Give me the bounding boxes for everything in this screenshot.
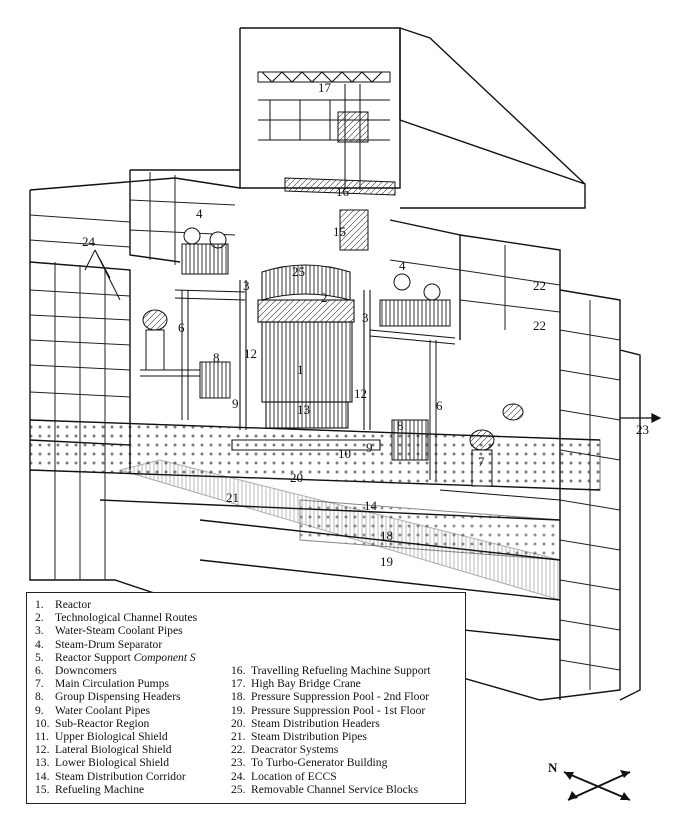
callout-22-bottom: 22 <box>533 318 546 333</box>
callout-23: 23 <box>636 422 649 437</box>
legend-item-4: 4.Steam-Drum Separator <box>35 637 163 651</box>
legend-item-24: 24.Location of ECCS <box>231 769 337 783</box>
callout-2: 2 <box>321 290 328 305</box>
legend-item-16: 16.Travelling Refueling Machine Support <box>231 664 431 677</box>
callout-22-top: 22 <box>533 278 546 293</box>
callout-4-left: 4 <box>196 206 203 221</box>
compass-north-label: N <box>548 760 558 775</box>
callout-24: 24 <box>82 234 96 249</box>
floor-slabs-left <box>29 172 236 580</box>
legend-column-2: 16.Travelling Refueling Machine Support … <box>231 664 463 796</box>
legend-box: 1.Reactor 2.Technological Channel Routes… <box>26 592 466 804</box>
legend-item-15: 15.Refueling Machine <box>35 782 145 796</box>
callout-19: 19 <box>380 554 393 569</box>
legend-item-25: 25.Removable Channel Service Blocks <box>231 782 419 796</box>
reactor-core <box>231 264 381 451</box>
legend-column-1: 1.Reactor 2.Technological Channel Routes… <box>35 598 235 796</box>
legend-item-13: 13.Lower Biological Shield <box>35 756 169 770</box>
legend-item-20: 20.Steam Distribution Headers <box>231 716 380 730</box>
callout-12-left: 12 <box>244 346 257 361</box>
callout-12-right: 12 <box>354 386 367 401</box>
callout-1: 1 <box>297 362 304 377</box>
legend-item-22: 22.Deacrator Systems <box>231 743 339 757</box>
legend-item-1: 1.Reactor <box>35 598 92 611</box>
callout-6-right: 6 <box>436 398 443 413</box>
suppression-pools <box>29 419 601 601</box>
turbo-arrow <box>620 413 662 423</box>
callout-4-right: 4 <box>399 258 406 273</box>
floor-slabs-right <box>389 245 621 690</box>
callout-13: 13 <box>297 402 310 417</box>
callout-16: 16 <box>336 184 350 199</box>
callout-25: 25 <box>292 264 305 279</box>
legend-item-23: 23.To Turbo-Generator Building <box>231 756 388 770</box>
legend-item-6: 6.Downcomers <box>35 664 117 678</box>
callout-17: 17 <box>318 80 332 95</box>
north-compass: N <box>548 760 638 808</box>
legend-item-18: 18.Pressure Suppression Pool - 2nd Floor <box>231 690 430 704</box>
legend-item-10: 10.Sub-Reactor Region <box>35 716 150 730</box>
steam-drum-left <box>140 227 246 420</box>
legend-item-19: 19.Pressure Suppression Pool - 1st Floor <box>231 703 426 717</box>
callout-3-left: 3 <box>243 278 250 293</box>
callout-9-right: 9 <box>366 440 373 455</box>
callout-8-right: 8 <box>397 418 404 433</box>
legend-item-14: 14.Steam Distribution Corridor <box>35 769 186 783</box>
legend-item-7: 7.Main Circulation Pumps <box>35 677 170 691</box>
callout-15: 15 <box>333 224 346 239</box>
legend-item-5: 5.Reactor Support Component S <box>35 650 196 664</box>
legend-item-2: 2.Technological Channel Routes <box>35 611 198 625</box>
eccs-pointer-lines <box>84 249 121 301</box>
callout-9-left: 9 <box>232 396 239 411</box>
legend-item-3: 3.Water-Steam Coolant Pipes <box>35 624 183 638</box>
callout-6-left: 6 <box>178 320 185 335</box>
compass-arrows-icon <box>563 770 631 801</box>
callout-7: 7 <box>478 454 485 469</box>
legend-item-21: 21.Steam Distribution Pipes <box>231 730 367 744</box>
callout-8-left: 8 <box>213 350 220 365</box>
callout-21: 21 <box>226 490 239 505</box>
legend-item-17: 17.High Bay Bridge Crane <box>231 677 361 691</box>
callout-3-right: 3 <box>362 310 369 325</box>
callout-20: 20 <box>290 470 303 485</box>
callout-14: 14 <box>364 498 378 513</box>
legend-item-12: 12.Lateral Biological Shield <box>35 743 172 757</box>
callout-10: 10 <box>338 446 351 461</box>
crane-truss <box>257 71 396 251</box>
callout-18: 18 <box>380 528 393 543</box>
legend-item-8: 8.Group Dispensing Headers <box>35 690 181 704</box>
legend-item-11: 11.Upper Biological Shield <box>35 730 168 744</box>
legend-item-9: 9.Water Coolant Pipes <box>35 703 151 717</box>
